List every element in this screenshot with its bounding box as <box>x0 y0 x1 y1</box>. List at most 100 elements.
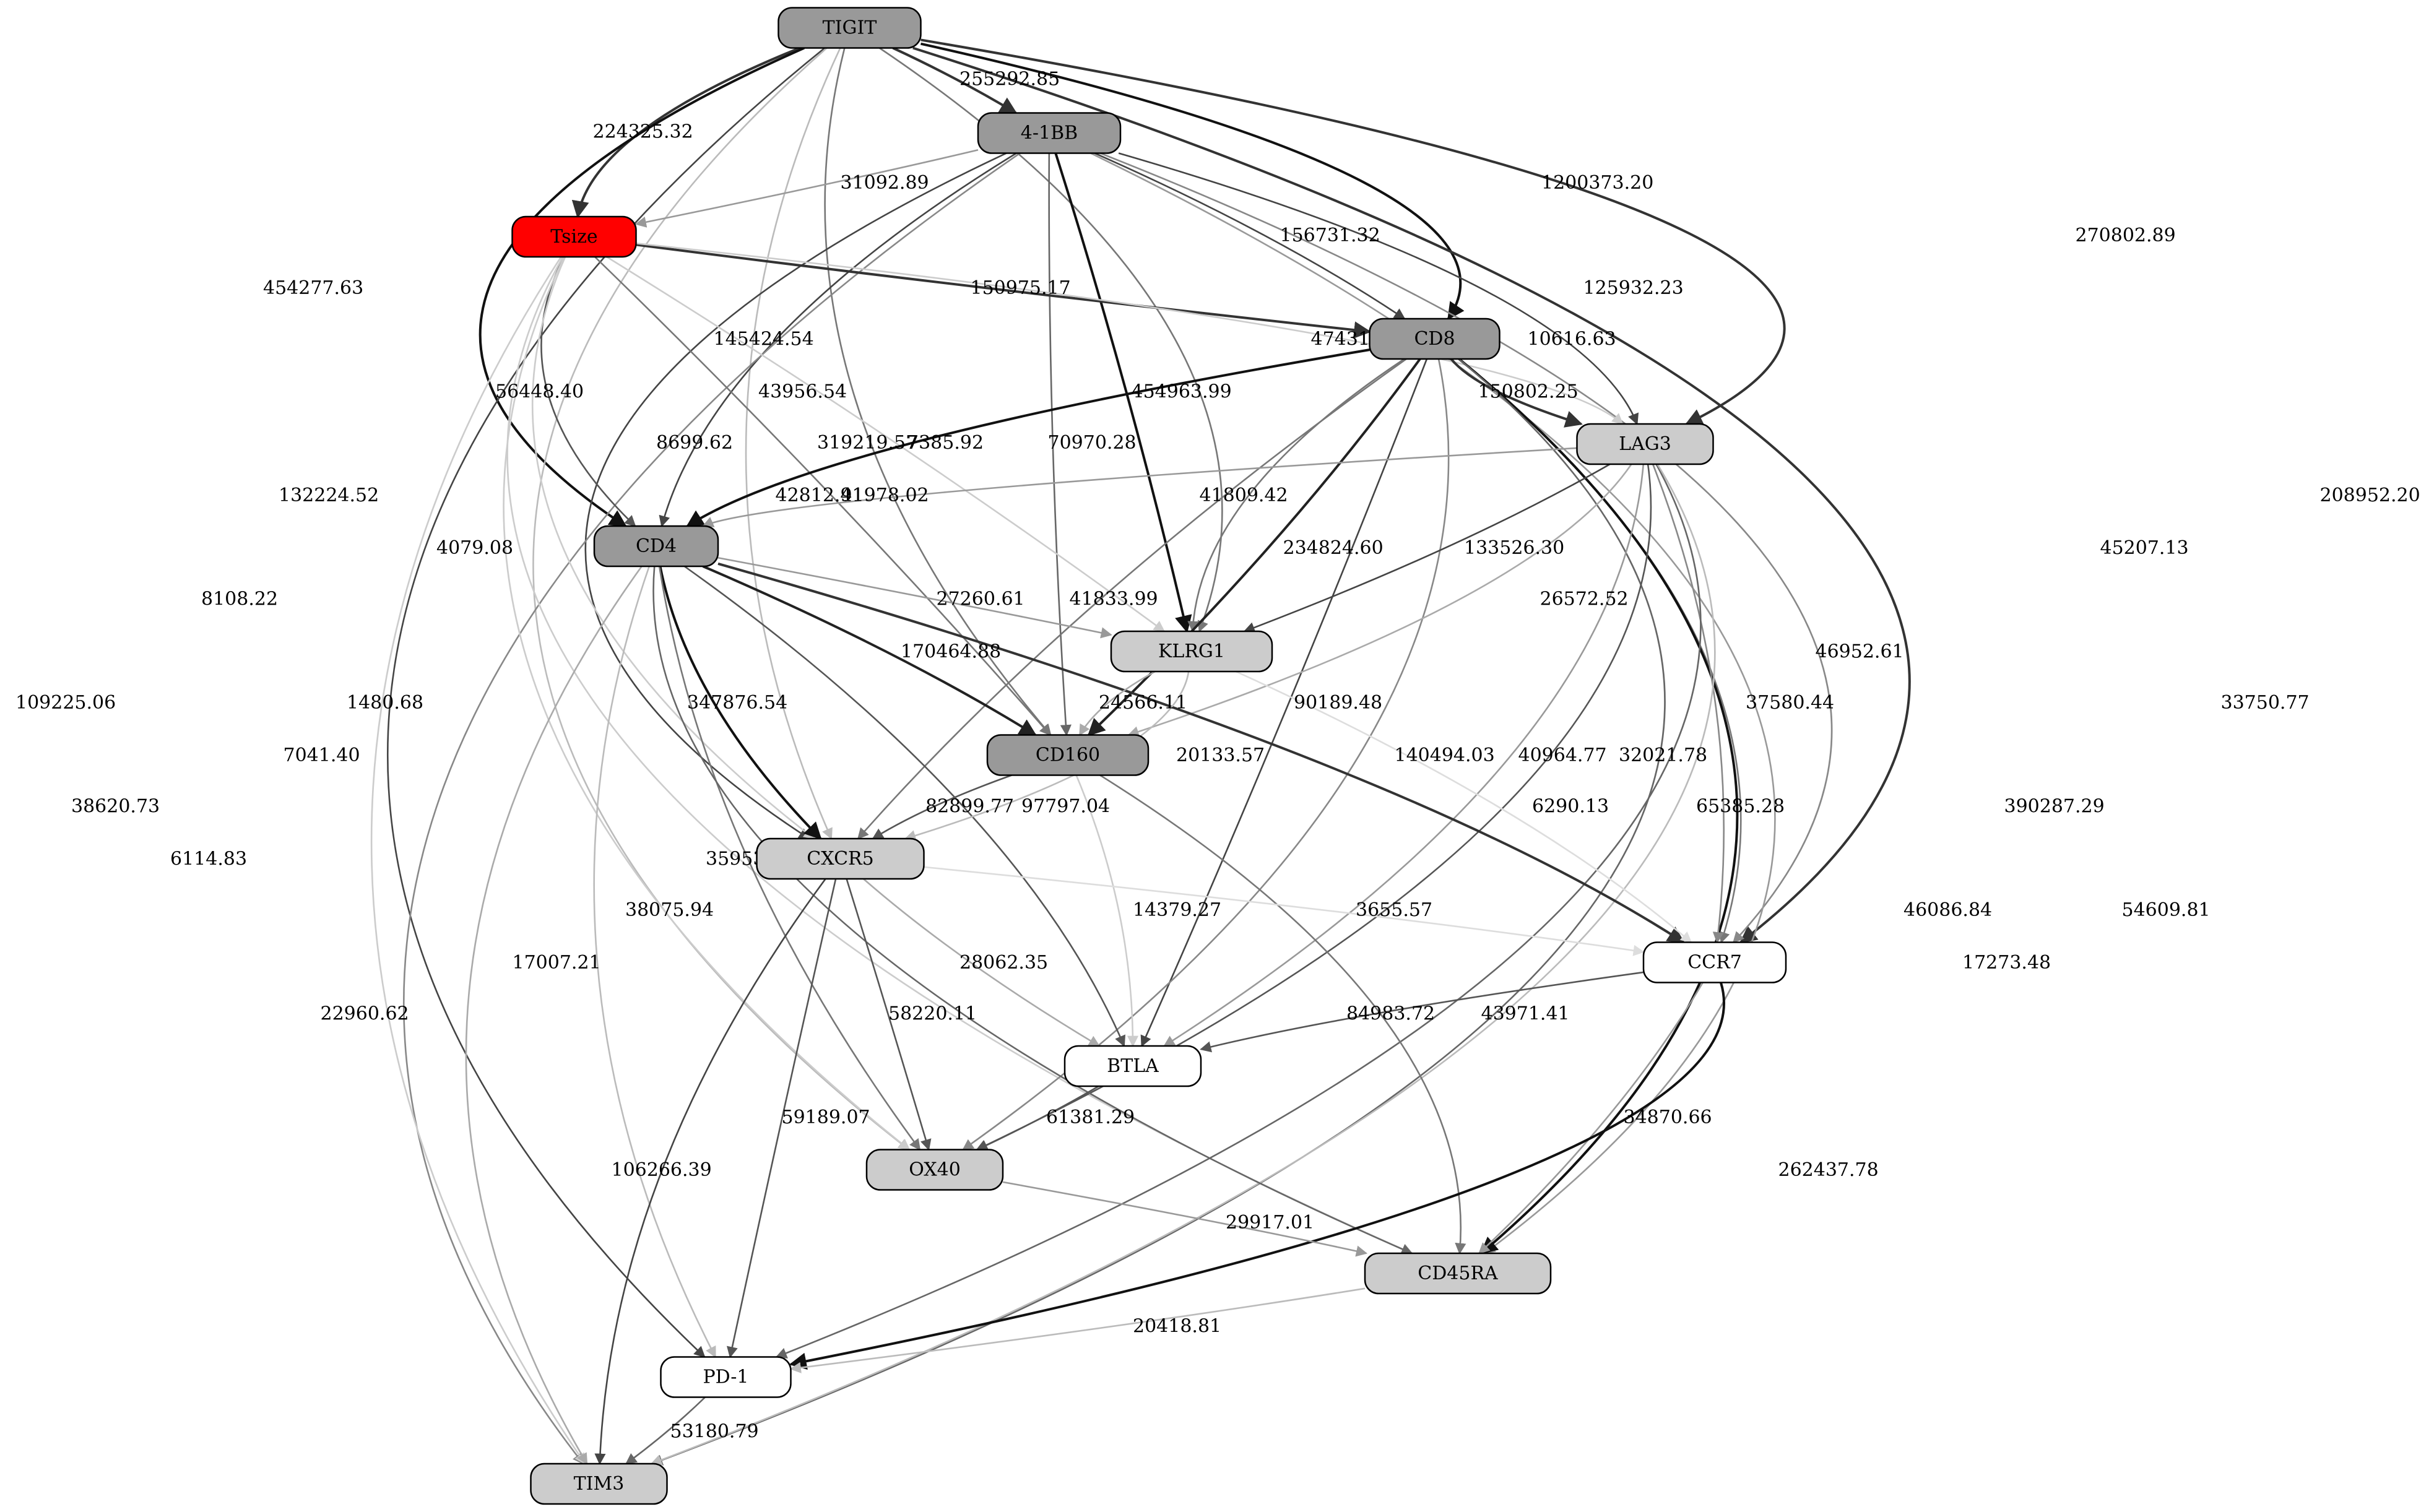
edge-tsize-to-cd45ra <box>506 256 1414 1255</box>
edge-label-cd8-to-ccr7: 46952.61 <box>1816 641 1904 663</box>
node-box-cd4 <box>593 525 719 568</box>
edge-label-tsize-to-cd160: 41978.02 <box>841 485 929 506</box>
edge-tsize-to-cd4 <box>540 256 636 527</box>
node-box-cxcr5 <box>756 837 925 880</box>
edge-label-4-1bb-to-cd45ra: 33750.77 <box>2221 692 2310 714</box>
edge-label-lag3-to-ox40: 65385.28 <box>1696 796 1785 818</box>
edge-label-cd4-to-klrg1: 27260.61 <box>937 589 1025 610</box>
edge-label-tsize-to-tim3: 6114.83 <box>170 849 247 870</box>
edge-label-cd4-to-pd-1: 17007.21 <box>513 952 601 974</box>
edge-label-tigit-to-4-1bb: 255292.85 <box>959 69 1060 90</box>
edge-label-cd4-to-cxcr5: 347876.54 <box>687 692 787 714</box>
edge-label-cxcr5-to-tim3: 106266.39 <box>612 1159 712 1181</box>
edge-labels-layer: 255292.85224325.321200373.20270802.89208… <box>15 69 2420 1443</box>
node-ox40[interactable]: OX40 <box>865 1149 1004 1191</box>
edge-label-btla-to-ox40: 61381.29 <box>1046 1107 1135 1128</box>
edge-tsize-to-ox40 <box>503 256 911 1151</box>
edge-label-cd8-to-cd4: 319219.57 <box>817 432 917 454</box>
edge-label-cd4-to-tim3: 22960.62 <box>321 1003 409 1025</box>
node-cd4[interactable]: CD4 <box>593 525 719 568</box>
node-label-pd-1: PD-1 <box>703 1367 748 1388</box>
edge-label-cd8-to-lag3: 150802.25 <box>1478 381 1579 403</box>
edge-label-cd8-to-btla: 90189.48 <box>1294 692 1382 714</box>
node-box-4-1bb <box>977 112 1122 154</box>
edge-cd160-to-cd45ra <box>1099 774 1466 1255</box>
node-cd45ra[interactable]: CD45RA <box>1364 1252 1552 1295</box>
node-cd160[interactable]: CD160 <box>986 734 1150 776</box>
edge-label-cd160-to-btla: 14379.27 <box>1133 899 1221 921</box>
edge-tsize-to-cxcr5 <box>531 256 815 840</box>
node-label-klrg1: KLRG1 <box>1158 641 1225 662</box>
edge-label-cd8-to-cxcr5: 41833.99 <box>1070 589 1158 610</box>
edge-tigit-to-ox40 <box>532 47 910 1151</box>
node-label-cd8: CD8 <box>1414 328 1455 350</box>
edge-cd8-to-cd45ra <box>1458 358 1739 1255</box>
edge-label-tsize-to-ox40: 1480.68 <box>347 692 423 714</box>
node-tim3[interactable]: TIM3 <box>530 1462 668 1505</box>
node-lag3[interactable]: LAG3 <box>1576 423 1714 465</box>
edge-cd8-to-klrg1 <box>1187 358 1405 633</box>
edge-tigit-to-cd4 <box>479 46 805 527</box>
node-box-ccr7 <box>1642 941 1787 983</box>
node-box-btla <box>1063 1045 1202 1087</box>
edge-ccr7-to-pd-1 <box>789 982 1725 1370</box>
node-pd-1[interactable]: PD-1 <box>660 1356 792 1398</box>
edge-label-lag3-to-ccr7: 37580.44 <box>1746 692 1834 714</box>
node-label-tigit: TIGIT <box>823 17 877 39</box>
edge-label-tigit-to-cd160: 43956.54 <box>758 381 847 403</box>
edge-label-cd4-to-cd45ra: 38075.94 <box>625 899 714 921</box>
edge-label-ccr7-to-pd-1: 262437.78 <box>1778 1159 1879 1181</box>
node-label-btla: BTLA <box>1107 1055 1159 1077</box>
edge-label-cd8-to-cd45ra: 390287.29 <box>2004 796 2105 818</box>
edge-label-4-1bb-to-cd8: 156731.32 <box>1280 225 1380 246</box>
node-box-lag3 <box>1576 423 1714 465</box>
edge-label-ccr7-to-btla: 84983.72 <box>1346 1003 1435 1025</box>
nodes-layer: TIGIT 4-1BB TsizeCD8LAG3CD4KLRG1CD160CXCR5… <box>511 7 1787 1505</box>
edge-label-klrg1-to-cxcr5: 20133.57 <box>1176 745 1265 766</box>
edge-pd-1-to-tim3 <box>625 1396 706 1465</box>
node-label-4-1bb: 4-1BB <box>1021 123 1078 144</box>
edge-cd4-to-cd45ra <box>652 566 1413 1255</box>
node-klrg1[interactable]: KLRG1 <box>1110 630 1273 673</box>
edge-4-1bb-to-cd8 <box>1094 152 1406 320</box>
edge-lag3-to-cd160 <box>1127 464 1632 737</box>
edge-ox40-to-cd45ra <box>1002 1181 1368 1257</box>
edge-cxcr5-to-ccr7 <box>924 866 1645 956</box>
edges-layer <box>370 38 1911 1466</box>
edge-ccr7-to-cd45ra <box>1478 982 1704 1255</box>
node-box-pd-1 <box>660 1356 792 1398</box>
edge-klrg1-to-cd160 <box>1078 670 1156 737</box>
node-ccr7[interactable]: CCR7 <box>1642 941 1787 983</box>
edge-label-lag3-to-pd-1: 46086.84 <box>1903 899 1992 921</box>
node-4-1bb[interactable]: 4-1BB <box>977 112 1122 154</box>
edge-label-lag3-to-cd4: 42812.91 <box>776 485 864 506</box>
edge-label-tigit-to-ox40: 8108.22 <box>201 589 278 610</box>
edge-tsize-to-klrg1 <box>606 256 1166 633</box>
edge-label-cd160-to-cd45ra: 43971.41 <box>1481 1003 1570 1025</box>
node-tsize[interactable]: Tsize <box>511 215 637 258</box>
edge-label-cxcr5-to-ox40: 58220.11 <box>888 1003 977 1025</box>
node-cd8[interactable]: CD8 <box>1369 318 1501 360</box>
edge-label-cxcr5-to-pd-1: 59189.07 <box>782 1107 870 1128</box>
edge-tigit-to-lag3 <box>920 38 1786 425</box>
edge-label-cd45ra-to-pd-1: 20418.81 <box>1133 1316 1221 1337</box>
edge-4-1bb-to-cxcr5 <box>584 152 1007 840</box>
node-box-cd45ra <box>1364 1252 1552 1295</box>
edge-label-cd8-to-ox40: 40964.77 <box>1518 745 1607 766</box>
node-label-lag3: LAG3 <box>1619 433 1671 455</box>
node-box-ox40 <box>865 1149 1004 1191</box>
node-btla[interactable]: BTLA <box>1063 1045 1202 1087</box>
edge-cd4-to-cd160 <box>702 565 1037 737</box>
edge-4-1bb-to-lag3 <box>1118 152 1639 425</box>
edge-cd8-to-cd160 <box>1087 358 1421 737</box>
edge-label-4-1bb-to-lag3: 125932.23 <box>1583 277 1684 299</box>
node-box-klrg1 <box>1110 630 1273 673</box>
edge-label-tsize-to-cd4: 56448.40 <box>495 381 584 403</box>
edge-label-lag3-to-tim3: 17273.48 <box>1962 952 2051 974</box>
edge-label-lag3-to-cd160: 26572.52 <box>1540 589 1629 610</box>
edge-tsize-to-cd8 <box>636 243 1372 339</box>
edge-label-tigit-to-ccr7: 208952.20 <box>2320 485 2420 506</box>
node-tigit[interactable]: TIGIT <box>777 7 922 49</box>
edge-label-tigit-to-lag3: 270802.89 <box>2076 225 2176 246</box>
node-cxcr5[interactable]: CXCR5 <box>756 837 925 880</box>
